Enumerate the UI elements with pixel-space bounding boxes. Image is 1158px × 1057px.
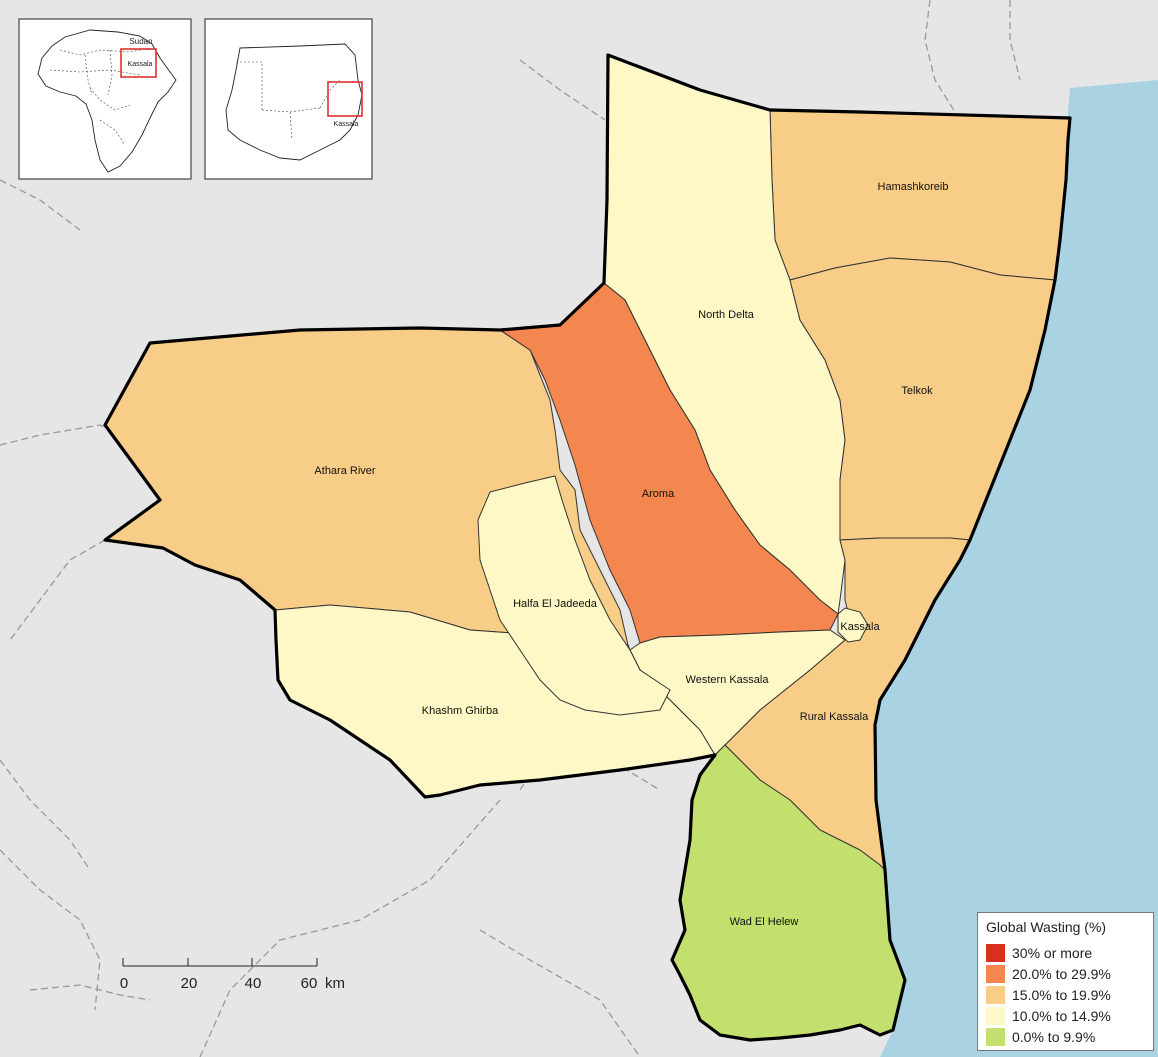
label-aroma: Aroma <box>642 488 675 500</box>
legend-swatch <box>986 985 1005 1004</box>
district-kassala[interactable] <box>837 607 869 643</box>
legend-swatch <box>986 943 1005 962</box>
legend-label: 0.0% to 9.9% <box>1012 1028 1096 1045</box>
legend-item: 30% or more <box>986 942 1145 963</box>
inset-sudan: Kassala <box>204 18 373 180</box>
legend-label: 10.0% to 14.9% <box>1012 1007 1111 1024</box>
legend-title: Global Wasting (%) <box>986 919 1107 935</box>
label-halfa-el-jadeeda: Halfa El Jadeeda <box>513 598 598 610</box>
africa-inset-label-sudan: Sudan <box>129 37 152 46</box>
district-halfa-el-jadeeda[interactable] <box>477 475 671 716</box>
sudan-inset-label-kassala: Kassala <box>334 121 359 128</box>
legend-item: 20.0% to 29.9% <box>986 963 1145 984</box>
africa-inset-highlight <box>120 48 157 78</box>
inset-africa: Sudan Kassala <box>18 18 192 180</box>
legend-swatch <box>986 1027 1005 1046</box>
label-north-delta: North Delta <box>698 309 755 321</box>
scale-label-20: 20 <box>181 975 198 992</box>
state-boundary <box>103 53 1072 1042</box>
legend-item: 15.0% to 19.9% <box>986 984 1145 1005</box>
scale-label-40: 40 <box>245 975 262 992</box>
legend-label: 20.0% to 29.9% <box>1012 965 1111 982</box>
legend-swatch <box>986 1006 1005 1025</box>
legend-label: 15.0% to 19.9% <box>1012 986 1111 1003</box>
label-telkok: Telkok <box>901 385 933 397</box>
label-wad-el-helew: Wad El Helew <box>730 916 799 928</box>
africa-inset-label-kassala: Kassala <box>128 61 153 68</box>
label-kassala: Kassala <box>840 621 880 633</box>
scale-label-0: 0 <box>120 975 128 992</box>
legend: Global Wasting (%) 30% or more 20.0% to … <box>977 912 1154 1051</box>
district-hamashkoreib[interactable] <box>769 109 1071 281</box>
district-layer <box>103 54 1071 1041</box>
legend-label: 30% or more <box>1012 944 1093 961</box>
label-rural-kassala: Rural Kassala <box>800 711 869 723</box>
legend-item: 0.0% to 9.9% <box>986 1026 1145 1047</box>
label-hamashkoreib: Hamashkoreib <box>878 181 949 193</box>
scale-label-60: 60 <box>301 975 318 992</box>
district-aroma[interactable] <box>498 282 839 644</box>
district-labels: Hamashkoreib North Delta Telkok Athara R… <box>314 181 948 928</box>
legend-swatch <box>986 964 1005 983</box>
label-khashm-ghirba: Khashm Ghirba <box>422 705 499 717</box>
scale-unit: km <box>325 975 345 992</box>
scale-bar: 0 20 40 60 km <box>120 958 345 992</box>
legend-item: 10.0% to 14.9% <box>986 1005 1145 1026</box>
sudan-inset-highlight <box>327 81 363 117</box>
label-western-kassala: Western Kassala <box>686 674 770 686</box>
sea <box>875 80 1158 1057</box>
label-athara-river: Athara River <box>314 465 375 477</box>
